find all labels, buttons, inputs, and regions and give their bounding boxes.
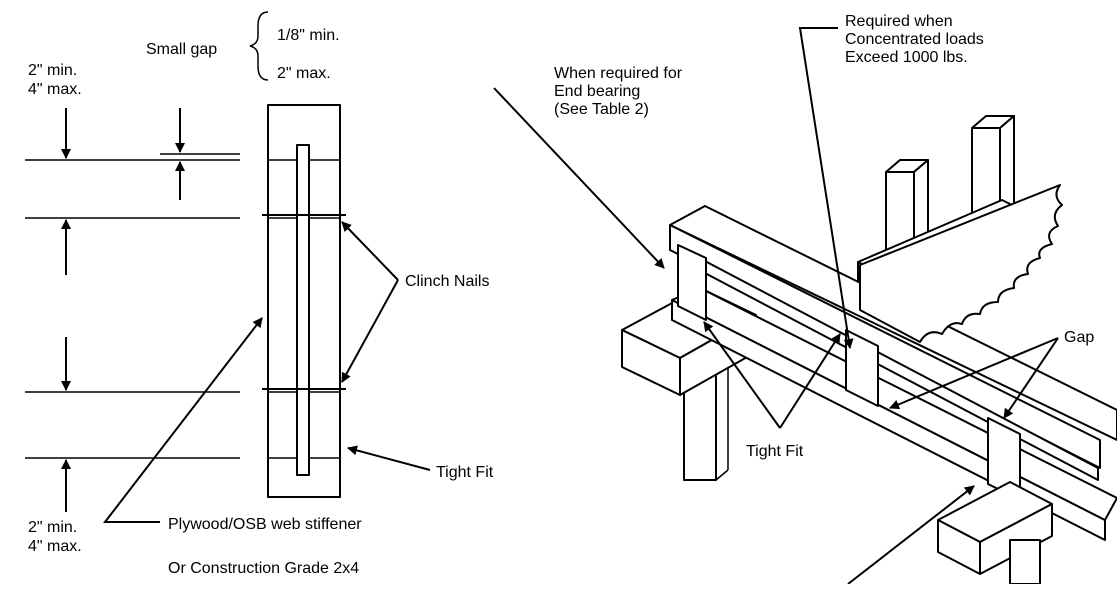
gap-leader <box>889 337 1059 410</box>
end-bearing-label-1: When required for <box>554 65 683 82</box>
joist-top-flange-front <box>669 224 1101 469</box>
concentrated-label-2: Concentrated loads <box>845 31 984 48</box>
end-bearing-leader <box>493 87 665 269</box>
post-edge <box>715 469 729 481</box>
end-bearing-label-3: (See Table 2) <box>554 101 649 118</box>
construction-grade-label: Or Construction Grade 2x4 <box>168 560 359 577</box>
small-gap-brace <box>249 11 269 81</box>
concentrated-label-3: Exceed 1000 lbs. <box>845 49 968 66</box>
subfloor-panel <box>859 184 1063 343</box>
concentrated-label-1: Required when <box>845 13 953 30</box>
tight-fit-leader <box>347 445 431 471</box>
dim-top-max: 4" max. <box>28 81 82 98</box>
tight-fit-leader-right <box>779 333 841 429</box>
isometric-view: When required for End bearing (See Table… <box>493 13 1117 585</box>
dim-bottom-max: 4" max. <box>28 538 82 555</box>
support-post-right <box>1009 539 1041 585</box>
bottom-leader <box>847 485 975 585</box>
concentrated-load-leader <box>798 27 854 349</box>
clinch-nails-leader <box>341 279 399 383</box>
small-gap-min: 1/8" min. <box>277 27 340 44</box>
load-stiffener <box>845 329 879 407</box>
gap-leader <box>1003 337 1059 419</box>
clinch-nails-label: Clinch Nails <box>405 273 489 290</box>
tight-fit-label-left: Tight Fit <box>436 464 494 481</box>
small-gap-label: Small gap <box>146 41 217 58</box>
dim-top-min: 2" min. <box>28 62 77 79</box>
clinch-nails-leader <box>341 221 399 281</box>
tight-fit-label-right: Tight Fit <box>746 443 804 460</box>
web-stiffener-leader <box>102 317 263 523</box>
web-stiffener-label: Plywood/OSB web stiffener <box>168 516 362 533</box>
small-gap-max: 2" max. <box>277 65 331 82</box>
end-bearing-label-2: End bearing <box>554 83 640 100</box>
gap-label: Gap <box>1064 329 1094 346</box>
dim-bottom-min: 2" min. <box>28 519 77 536</box>
tight-fit-leader-right <box>703 321 781 429</box>
web-stiffener-strip <box>296 144 310 476</box>
end-bearing-stiffener <box>677 244 707 321</box>
side-elevation-view: 2" min. 4" max. Small gap 1/8" min. 2" m… <box>25 11 494 577</box>
